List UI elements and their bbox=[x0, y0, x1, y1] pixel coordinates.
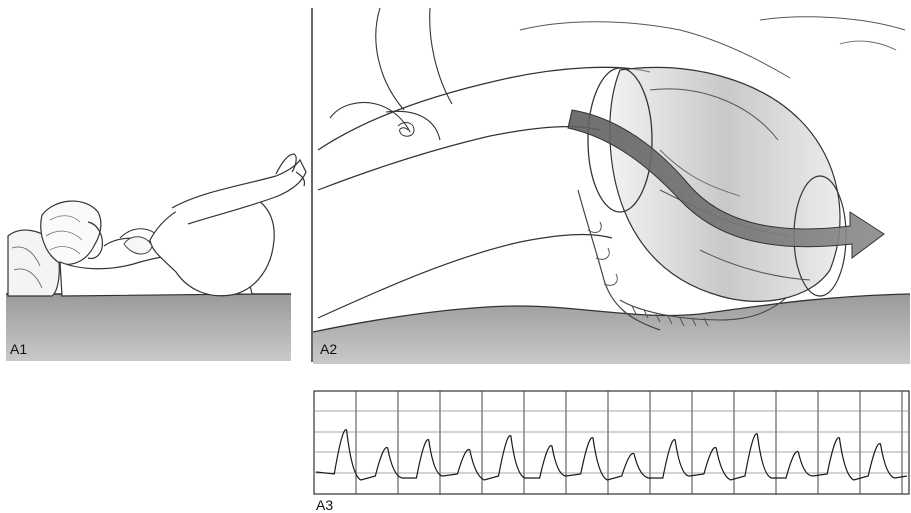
panel-a3: A3 bbox=[314, 391, 909, 513]
a2-buttock-outline bbox=[318, 235, 612, 318]
a2-hand bbox=[330, 103, 410, 132]
a2-pelvic-canal bbox=[588, 67, 846, 301]
a1-bed bbox=[6, 294, 291, 361]
panel-label-a1: A1 bbox=[10, 341, 27, 357]
panel-label-a2: A2 bbox=[320, 341, 337, 357]
a2-bed bbox=[313, 294, 910, 364]
panel-a2: A2 bbox=[313, 8, 910, 364]
panel-label-a3: A3 bbox=[316, 497, 333, 513]
panel-a1: A1 bbox=[6, 154, 306, 361]
